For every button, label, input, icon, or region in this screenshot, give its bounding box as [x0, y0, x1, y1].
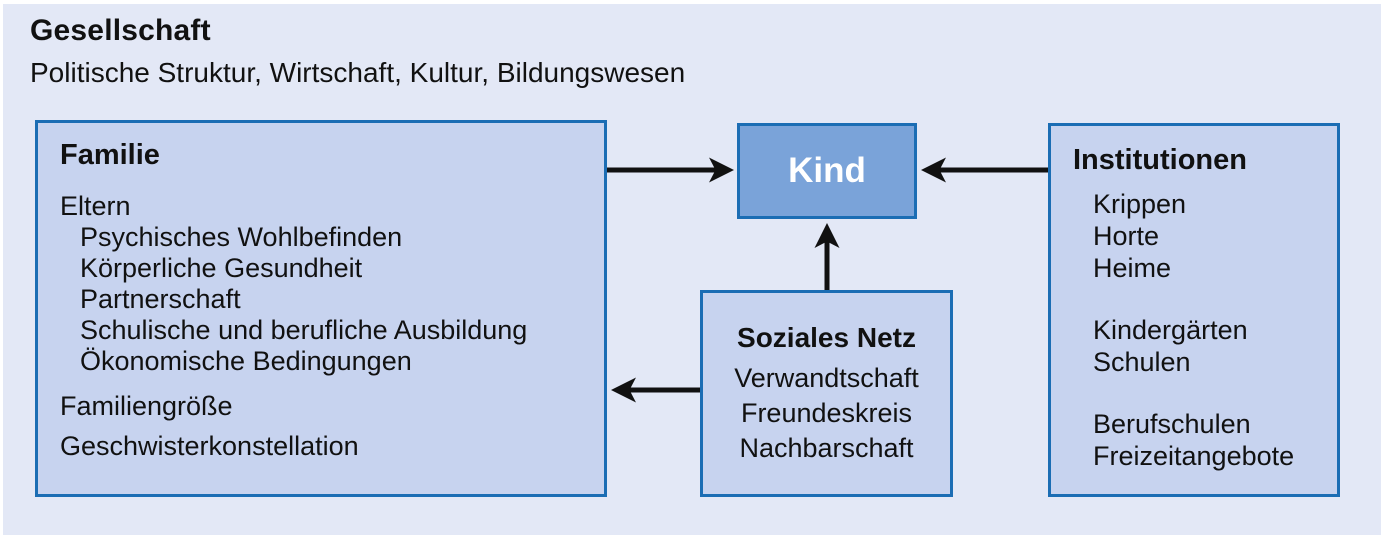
familie-item-oekonomische-bedingungen: Ökonomische Bedingungen [80, 346, 412, 376]
institutionen-item-krippen: Krippen [1093, 189, 1187, 219]
institutionen-item-berufschulen: Berufschulen [1093, 409, 1251, 439]
familie-item-eltern: Eltern [60, 191, 131, 221]
page-title: Gesellschaft [30, 14, 211, 47]
institutionen-group-2: Kindergärten Schulen [1093, 314, 1337, 378]
familie-item-partnerschaft: Partnerschaft [80, 284, 241, 314]
familie-title: Familie [60, 139, 160, 171]
familie-box: Familie Eltern Psychisches Wohlbefinden … [35, 120, 607, 497]
familie-item-koerperliche-gesundheit: Körperliche Gesundheit [80, 253, 363, 283]
institutionen-item-kindergaerten: Kindergärten [1093, 315, 1248, 345]
institutionen-item-freizeitangebote: Freizeitangebote [1093, 441, 1295, 471]
kind-title: Kind [788, 151, 866, 190]
familie-item-familiengroesse: Familiengröße [60, 391, 233, 421]
kind-box: Kind [737, 123, 917, 219]
soziales-netz-item-nachbarschaft: Nachbarschaft [739, 433, 914, 463]
header: Gesellschaft Politische Struktur, Wirtsc… [30, 12, 685, 90]
familie-item-psychisches-wohlbefinden: Psychisches Wohlbefinden [80, 222, 403, 252]
page-subtitle: Politische Struktur, Wirtschaft, Kultur,… [30, 57, 686, 88]
familie-item-geschwisterkonstellation: Geschwisterkonstellation [60, 431, 359, 461]
familie-content: Familie Eltern Psychisches Wohlbefinden … [38, 123, 604, 462]
institutionen-title: Institutionen [1073, 144, 1247, 176]
soziales-netz-item-verwandtschaft: Verwandtschaft [734, 363, 919, 393]
institutionen-item-schulen: Schulen [1093, 347, 1191, 377]
institutionen-item-horte: Horte [1093, 221, 1160, 251]
soziales-netz-title: Soziales Netz [737, 322, 916, 353]
soziales-netz-box: Soziales Netz Verwandtschaft Freundeskre… [700, 290, 953, 497]
soziales-netz-content: Soziales Netz Verwandtschaft Freundeskre… [703, 293, 950, 466]
soziales-netz-item-freundeskreis: Freundeskreis [740, 398, 913, 428]
institutionen-group-3: Berufschulen Freizeitangebote [1093, 408, 1337, 472]
familie-item-schulische-ausbildung: Schulische und berufliche Ausbildung [80, 315, 528, 345]
institutionen-item-heime: Heime [1093, 253, 1172, 283]
institutionen-content: Institutionen Krippen Horte Heime Kinder… [1051, 126, 1337, 472]
institutionen-group-1: Krippen Horte Heime [1093, 188, 1337, 284]
institutionen-box: Institutionen Krippen Horte Heime Kinder… [1048, 123, 1340, 497]
